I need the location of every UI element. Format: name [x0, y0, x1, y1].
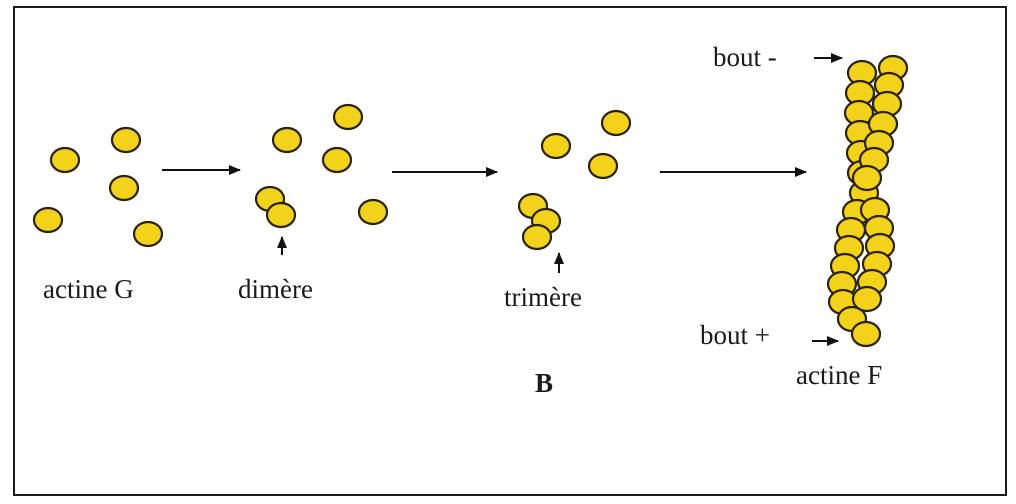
label-bout-plus: bout + [700, 320, 770, 350]
label-bout-minus: bout - [713, 42, 777, 72]
g-actin-monomer [540, 132, 572, 160]
g-actin-monomer [271, 126, 303, 154]
label-actine-f: actine F [796, 360, 883, 390]
label-trimere: trimère [504, 282, 582, 312]
g-actin-monomer [357, 198, 389, 226]
g-actin-monomer [587, 152, 619, 180]
g-actin-monomer [600, 109, 632, 137]
trimer-monomer [521, 223, 553, 251]
g-actin-monomer [132, 220, 164, 248]
g-actin-monomer [332, 103, 364, 131]
label-dimere: dimère [238, 274, 313, 304]
g-actin-monomer [110, 126, 142, 154]
f-actin-monomer [850, 320, 882, 348]
label-panel-b: B [535, 368, 554, 398]
g-actin-monomer [49, 146, 81, 174]
f-actin-monomer [851, 285, 883, 313]
g-actin-monomer [108, 174, 140, 202]
diagram-border [13, 6, 1007, 496]
dimer-monomer [265, 201, 297, 229]
g-actin-monomer [32, 206, 64, 234]
label-actine-g: actine G [43, 274, 134, 304]
g-actin-monomer [321, 146, 353, 174]
f-actin-monomer [851, 164, 883, 192]
